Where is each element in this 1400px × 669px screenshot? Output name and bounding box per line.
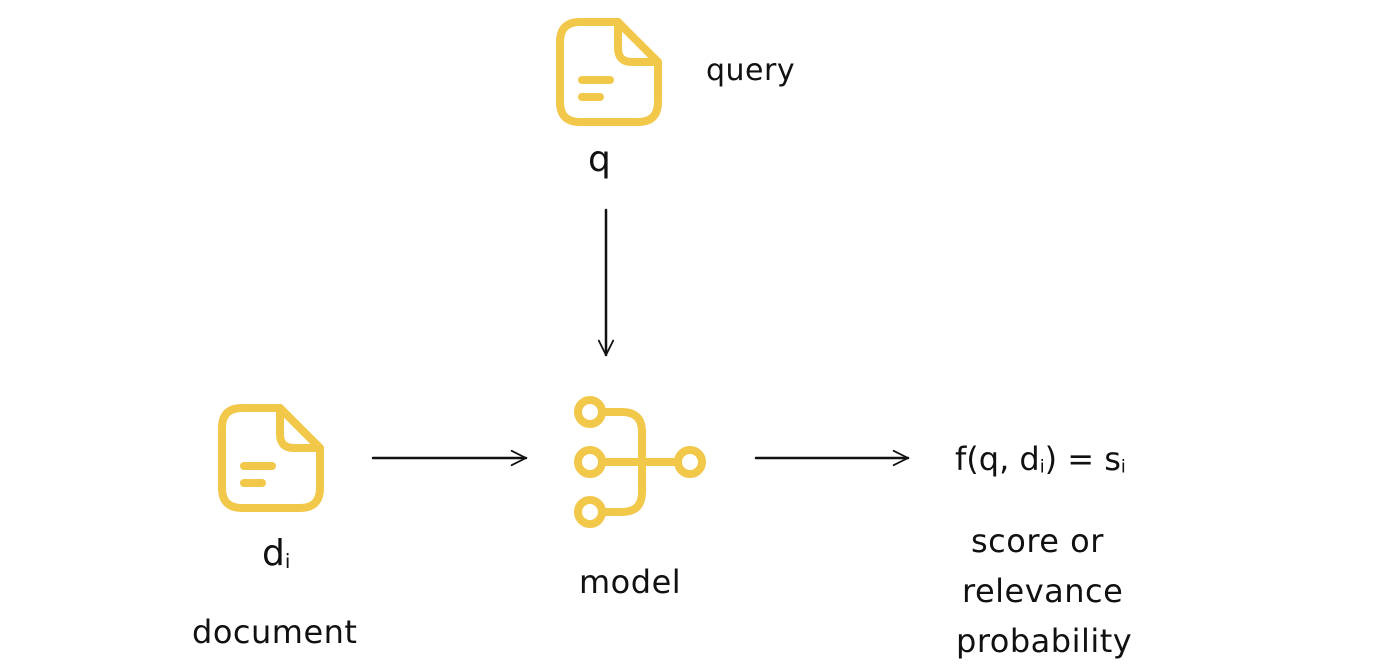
- model-label: model: [579, 563, 682, 601]
- query-symbol: q: [588, 139, 611, 180]
- output-desc-line3: probability: [956, 622, 1133, 660]
- document-symbol-sub: i: [284, 549, 291, 573]
- query-label: query: [706, 53, 796, 88]
- doc-document-icon: [218, 404, 324, 512]
- output-desc-line1: score or: [971, 522, 1104, 560]
- document-symbol-main: d: [262, 533, 285, 574]
- document-label: document: [192, 613, 358, 651]
- document-symbol: di: [262, 536, 290, 572]
- formula-prefix: f(q, d: [955, 440, 1040, 478]
- output-formula: f(q, di) = si: [955, 443, 1126, 477]
- formula-sub-d: i: [1039, 457, 1045, 478]
- model-branch-icon: [574, 396, 706, 528]
- formula-mid: ) = s: [1044, 440, 1121, 478]
- formula-sub-s: i: [1120, 457, 1126, 478]
- output-desc-line2: relevance: [962, 572, 1124, 610]
- query-document-icon: [556, 18, 662, 126]
